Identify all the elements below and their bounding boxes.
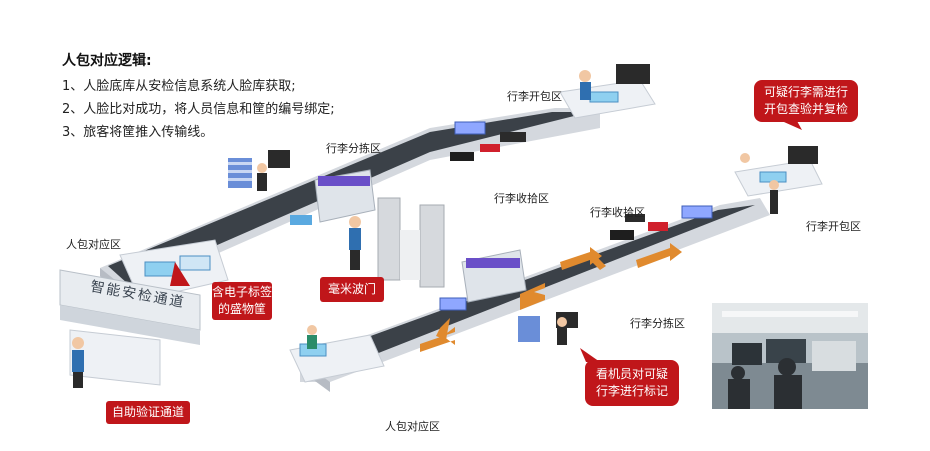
zone-label-match-bottom: 人包对应区 xyxy=(385,420,440,433)
zone-label-open-bag-top: 行李开包区 xyxy=(507,90,562,103)
zone-label-match-left: 人包对应区 xyxy=(66,238,121,251)
server-racks xyxy=(228,150,290,191)
zone-label-collect-right: 行李收拾区 xyxy=(590,206,645,219)
zone-label-sort-top: 行李分拣区 xyxy=(326,142,381,155)
lower-operator-station xyxy=(518,312,578,345)
callout-suspect-line-2: 开包查验并复检 xyxy=(763,102,848,116)
callout-rfid-basket: 含电子标签 的盛物筐 xyxy=(212,282,272,320)
callout-suspect-bag: 可疑行李需进行 开包查验并复检 xyxy=(754,80,858,122)
zone-label-open-bag-right: 行李开包区 xyxy=(806,220,861,233)
lower-sort-bins xyxy=(610,205,713,240)
callout-rfid-line-2: 的盛物筐 xyxy=(217,302,266,316)
callout-operator-line-1: 看机员对可疑 xyxy=(595,367,668,381)
logic-line-1: 1、人脸底库从安检信息系统人脸库获取; xyxy=(62,79,296,94)
callout-operator-mark: 看机员对可疑 行李进行标记 xyxy=(585,360,679,406)
zone-label-sort-right: 行李分拣区 xyxy=(630,317,685,330)
upper-open-bag-table xyxy=(559,64,656,119)
lower-xray-machine xyxy=(439,249,527,311)
smart-tunnel xyxy=(59,269,201,388)
logic-heading: 人包对应逻辑: xyxy=(62,53,152,69)
upper-xray-machine xyxy=(290,169,376,225)
security-checkpoint-photo xyxy=(712,303,868,409)
right-open-bag-table xyxy=(734,146,823,214)
upper-sort-bins xyxy=(450,121,526,161)
callout-rfid-line-1: 含电子标签 xyxy=(212,285,273,299)
zone-label-collect-mid: 行李收拾区 xyxy=(494,192,549,205)
flow-arrows xyxy=(420,243,682,352)
mmwave-gate-structure xyxy=(349,197,445,288)
logic-line-3: 3、旅客将筐推入传输线。 xyxy=(62,125,214,140)
lower-left-platform xyxy=(289,325,385,383)
callout-self-verify: 自助验证通道 xyxy=(106,401,190,424)
callout-mmwave-gate: 毫米波门 xyxy=(320,277,384,302)
callout-operator-line-2: 行李进行标记 xyxy=(595,384,668,398)
logic-line-2: 2、人脸比对成功，将人员信息和筐的编号绑定; xyxy=(62,102,335,117)
callout-suspect-line-1: 可疑行李需进行 xyxy=(763,85,848,99)
